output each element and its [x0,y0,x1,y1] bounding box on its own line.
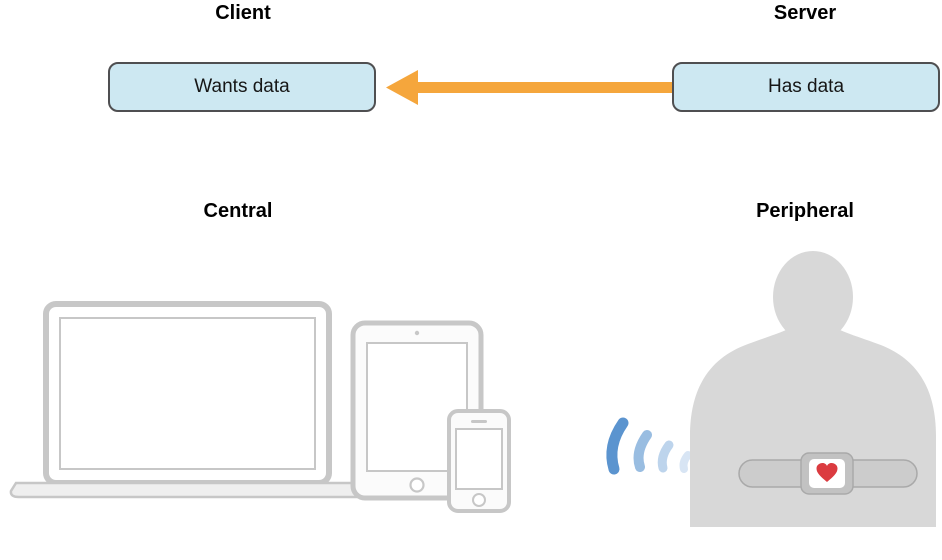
has-data-box: Has data [672,62,940,112]
phone-icon [447,409,511,513]
server-label: Server [773,2,837,24]
tablet-icon [350,320,484,501]
chest-strap [738,452,918,495]
wireless-signal-icon [606,417,692,475]
central-devices-illustration [9,301,511,513]
laptop-icon [9,301,366,499]
heart-icon [816,463,838,482]
client-label: Client [215,2,271,24]
data-flow-arrow [386,70,676,105]
central-label: Central [203,200,273,222]
peripheral-label: Peripheral [756,200,854,222]
peripheral-illustration [606,251,936,527]
person-silhouette [690,251,936,527]
left-arrow-icon [386,70,676,105]
wants-data-box: Wants data [108,62,376,112]
wants-data-box-label: Wants data [194,76,290,97]
has-data-box-label: Has data [767,76,845,97]
